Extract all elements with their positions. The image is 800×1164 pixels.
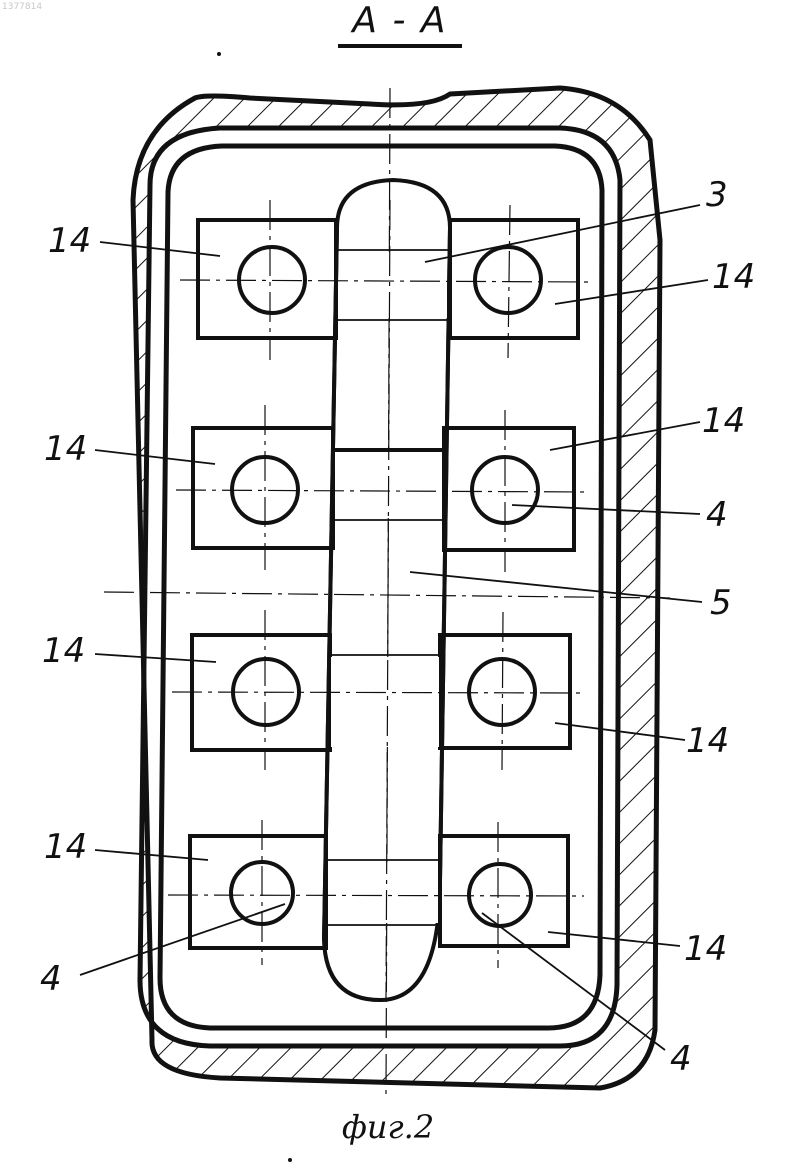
- label-4: 4: [706, 495, 728, 535]
- label-14: 14: [712, 257, 755, 297]
- block-14: [450, 220, 578, 338]
- central-bar-edge: [440, 228, 450, 880]
- label-14: 14: [44, 429, 87, 469]
- figure-caption: фиг.2: [342, 1108, 434, 1146]
- block-14: [198, 220, 336, 338]
- block-14: [440, 635, 570, 748]
- label-14: 14: [684, 929, 727, 969]
- housing-outer-contour: [133, 88, 660, 1088]
- central-bar-edge: [324, 228, 337, 940]
- label-14: 14: [44, 827, 87, 867]
- central-bar-fill: [328, 862, 438, 923]
- block-14: [190, 836, 326, 948]
- leader-line: [100, 242, 220, 256]
- section-title: А - А: [350, 0, 447, 41]
- label-5: 5: [710, 583, 732, 623]
- label-4: 4: [670, 1039, 692, 1079]
- ink-dot: [288, 1158, 292, 1162]
- block-14: [192, 635, 330, 750]
- corner-mark: 1377814: [2, 2, 42, 12]
- label-4: 4: [40, 959, 62, 999]
- label-3: 3: [706, 175, 728, 215]
- horizontal-center-line: [104, 592, 670, 598]
- leader-line: [95, 450, 215, 464]
- leader-line: [512, 505, 700, 514]
- label-14: 14: [42, 631, 85, 671]
- central-bar-fill: [339, 252, 447, 318]
- block-14: [193, 428, 333, 548]
- bolt-hole-4: [469, 864, 531, 926]
- central-bar-fill: [331, 657, 439, 747]
- label-14: 14: [48, 221, 91, 261]
- leader-line: [95, 654, 216, 662]
- label-14: 14: [702, 401, 745, 441]
- housing-wall-hatched: [133, 88, 660, 1088]
- block-14: [444, 428, 574, 550]
- label-14: 14: [686, 721, 729, 761]
- bolt-hole-4: [475, 247, 541, 313]
- leader-line: [80, 904, 285, 975]
- ink-dot: [217, 52, 221, 56]
